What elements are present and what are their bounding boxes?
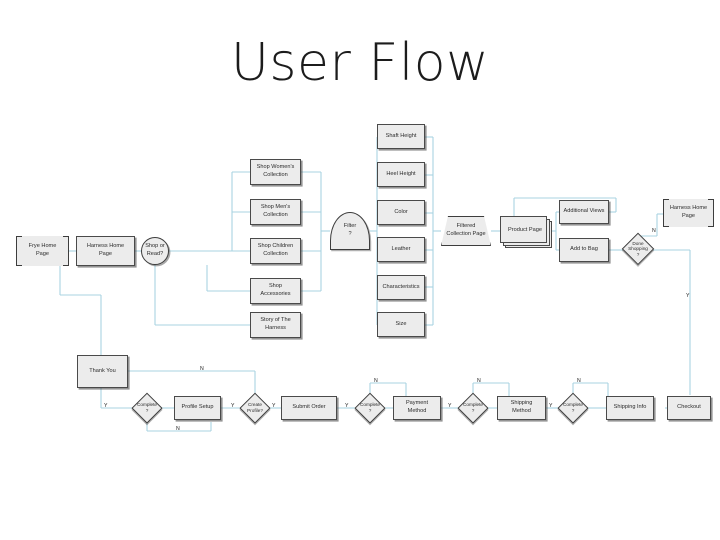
node-label: Checkout xyxy=(677,404,701,411)
node-label: Complete ? xyxy=(136,402,158,413)
node-complete-1[interactable]: Complete ? xyxy=(131,392,163,424)
node-label: Shop Women's Collection xyxy=(256,164,295,178)
node-profile-setup[interactable]: Profile Setup xyxy=(174,396,221,420)
node-shop-children-collection[interactable]: Shop Children Collection xyxy=(250,238,301,264)
edge-label-thank-you-n: N xyxy=(200,366,204,372)
node-shop-mens-collection[interactable]: Shop Men's Collection xyxy=(250,199,301,225)
node-shop-accessories[interactable]: Shop Accessories xyxy=(250,278,301,304)
node-heel-height[interactable]: Heel Height xyxy=(377,162,425,187)
node-label: Shop Children Collection xyxy=(257,243,294,257)
edge-label-create-profile-y: Y xyxy=(272,403,276,409)
node-leather[interactable]: Leather xyxy=(377,237,425,262)
node-color[interactable]: Color xyxy=(377,200,425,225)
node-complete-3[interactable]: Complete ? xyxy=(457,392,489,424)
edge-label-payment-y: Y xyxy=(448,403,452,409)
node-size[interactable]: Size xyxy=(377,312,425,337)
node-label: Frye Home Page xyxy=(28,243,57,257)
node-label: Profile Setup xyxy=(181,404,214,411)
bracket-right xyxy=(708,199,714,227)
node-label: Complete ? xyxy=(359,402,381,413)
node-label: Harness Home Page xyxy=(669,205,708,219)
node-label: Shop Men's Collection xyxy=(260,204,291,218)
edge-label-done-shopping-y: Y xyxy=(686,293,690,299)
node-complete-4[interactable]: Complete ? xyxy=(557,392,589,424)
node-label: Heel Height xyxy=(386,170,416,177)
edge-label-thank-you-y: Y xyxy=(104,403,108,409)
node-shaft-height[interactable]: Shaft Height xyxy=(377,124,425,149)
node-shipping-info[interactable]: Shipping Info xyxy=(606,396,654,420)
node-characteristics[interactable]: Characteristics xyxy=(377,275,425,300)
edge-label-complete-4-n: N xyxy=(577,378,581,384)
node-label: Shop or Read? xyxy=(145,243,165,257)
node-label: Characteristics xyxy=(382,283,420,290)
node-shipping-method[interactable]: Shipping Method xyxy=(497,396,546,420)
node-label: Payment Method xyxy=(405,400,429,414)
node-story-of-the-harness[interactable]: Story of The Harness xyxy=(250,312,301,338)
node-checkout[interactable]: Checkout xyxy=(667,396,711,420)
node-filtered-collection-page[interactable]: Filtered Collection Page xyxy=(441,216,491,246)
edge-label-complete-1-n: N xyxy=(176,426,180,432)
stack-layer-front xyxy=(500,216,547,243)
node-label: Story of The Harness xyxy=(260,317,291,331)
node-label: Additional Views xyxy=(563,208,605,215)
node-label: Filtered Collection Page xyxy=(446,223,486,237)
node-label: Complete ? xyxy=(462,402,484,413)
bracket-left xyxy=(663,199,669,227)
node-additional-views[interactable]: Additional Views xyxy=(559,200,609,224)
node-shop-womens-collection[interactable]: Shop Women's Collection xyxy=(250,159,301,185)
node-frye-home-page[interactable]: Frye Home Page xyxy=(16,236,69,266)
node-harness-home-page[interactable]: Harness Home Page xyxy=(76,236,135,266)
node-label: Create Profile? xyxy=(247,402,263,413)
edge-label-submit-order-y: Y xyxy=(345,403,349,409)
node-label: Add to Bag xyxy=(570,246,598,253)
node-label: Submit Order xyxy=(292,404,326,411)
node-shop-or-read[interactable]: Shop or Read? xyxy=(141,237,169,265)
node-label: Size xyxy=(395,320,407,327)
edge-label-shipping-method-y: Y xyxy=(549,403,553,409)
node-label: Shop Accessories xyxy=(260,283,291,297)
page-title: User Flow xyxy=(230,33,490,93)
node-label: Filter ? xyxy=(343,223,357,237)
node-label: Color xyxy=(394,208,408,215)
node-done-shopping[interactable]: Done Shopping ? xyxy=(621,232,655,266)
node-label: Shipping Info xyxy=(613,404,647,411)
edge-label-complete-3-n: N xyxy=(477,378,481,384)
node-submit-order[interactable]: Submit Order xyxy=(281,396,337,420)
node-thank-you[interactable]: Thank You xyxy=(77,355,128,388)
node-label: Product Page xyxy=(508,227,542,234)
node-complete-2[interactable]: Complete ? xyxy=(354,392,386,424)
edge-label-done-shopping-n: N xyxy=(652,228,656,234)
node-label: Harness Home Page xyxy=(86,243,125,257)
node-label: Shaft Height xyxy=(385,132,417,139)
node-create-profile[interactable]: Create Profile? xyxy=(239,392,271,424)
node-label: Shipping Method xyxy=(510,400,533,414)
node-label: Complete ? xyxy=(562,402,584,413)
node-label: Done Shopping ? xyxy=(628,240,648,257)
node-filter[interactable]: Filter ? xyxy=(330,212,370,250)
edge-label-complete-2-n: N xyxy=(374,378,378,384)
bracket-right xyxy=(63,236,69,266)
node-harness-home-page-return[interactable]: Harness Home Page xyxy=(663,199,714,227)
node-payment-method[interactable]: Payment Method xyxy=(393,396,441,420)
node-product-page[interactable]: Product Page xyxy=(500,216,552,248)
edge-label-profile-setup-y: Y xyxy=(231,403,235,409)
node-add-to-bag[interactable]: Add to Bag xyxy=(559,238,609,262)
trapezoid-shape xyxy=(441,216,491,246)
bracket-left xyxy=(16,236,22,266)
node-label: Leather xyxy=(391,245,411,252)
node-label: Thank You xyxy=(89,367,116,374)
